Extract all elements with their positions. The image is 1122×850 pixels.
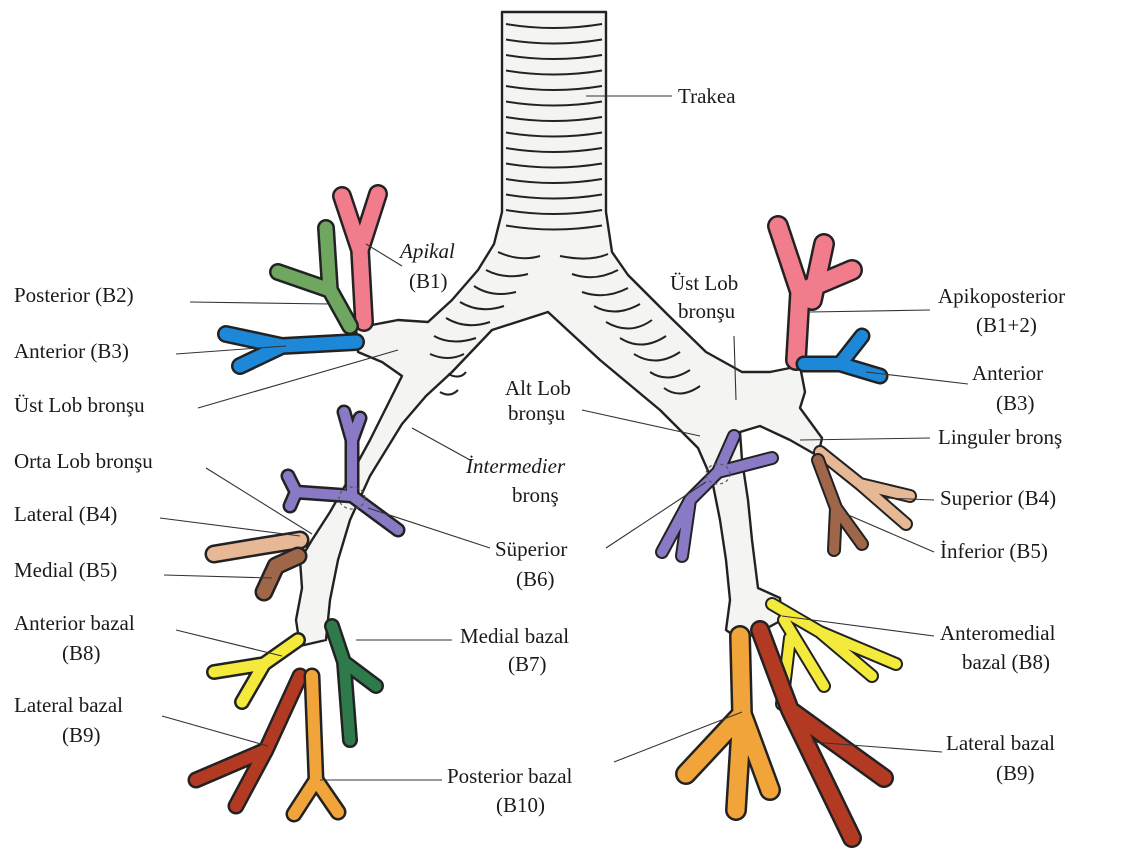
segment-posterior-bazal-b10-right <box>686 636 770 810</box>
label-intermedier-bronş: bronş <box>512 483 559 507</box>
segment-posterior-b2 <box>278 228 350 326</box>
segment-medial-b5 <box>264 556 298 592</box>
label-intermedier: İntermedier <box>465 454 566 478</box>
label-anteromedial-code: bazal (B8) <box>962 650 1050 674</box>
label-lateral-bazal-left: Lateral bazal <box>14 693 123 717</box>
label-medial-bazal-code: (B7) <box>508 652 547 676</box>
segment-medial-bazal-b7 <box>332 626 376 740</box>
label-ust-lob-right-bronsu: bronşu <box>678 299 736 323</box>
label-ust-lob-left: Üst Lob bronşu <box>14 393 145 417</box>
label-superior-b4: Superior (B4) <box>940 486 1056 510</box>
label-apikal-code: (B1) <box>409 269 448 293</box>
label-medial-b5: Medial (B5) <box>14 558 117 582</box>
segment-anterior-b3-left <box>226 334 356 366</box>
label-anterior-b3-left: Anterior (B3) <box>14 339 129 363</box>
label-posterior-bazal-code: (B10) <box>496 793 545 817</box>
segment-anterior-b3-right <box>804 336 880 376</box>
label-alt-lob-bronsu: bronşu <box>508 401 566 425</box>
right-lung-segments <box>196 194 398 814</box>
label-linguler: Linguler bronş <box>938 425 1062 449</box>
label-inferior-b5: İnferior (B5) <box>940 539 1048 563</box>
label-lateral-bazal-right: Lateral bazal <box>946 731 1055 755</box>
label-lateral-b4: Lateral (B4) <box>14 502 117 526</box>
label-lateral-bazal-right-code: (B9) <box>996 761 1035 785</box>
segment-lateral-bazal-b9-right <box>760 630 884 838</box>
label-apikal: Apikal <box>398 239 455 263</box>
label-orta-lob: Orta Lob bronşu <box>14 449 153 473</box>
label-anteromedial: Anteromedial <box>940 621 1056 645</box>
label-apikoposterior: Apikoposterior <box>938 284 1065 308</box>
label-trakea: Trakea <box>678 84 736 108</box>
label-lateral-bazal-left-code: (B9) <box>62 723 101 747</box>
label-superior-b6-code: (B6) <box>516 567 555 591</box>
label-anterior-bazal: Anterior bazal <box>14 611 135 635</box>
label-superior-b6: Süperior <box>495 537 567 561</box>
label-ust-lob-right: Üst Lob <box>670 271 738 295</box>
label-anterior-right-code: (B3) <box>996 391 1035 415</box>
label-anterior-right: Anterior <box>972 361 1043 385</box>
label-posterior-bazal: Posterior bazal <box>447 764 573 788</box>
label-apikoposterior-code: (B1+2) <box>976 313 1037 337</box>
label-anterior-bazal-code: (B8) <box>62 641 101 665</box>
label-posterior-b2: Posterior (B2) <box>14 283 134 307</box>
label-medial-bazal: Medial bazal <box>460 624 569 648</box>
segment-apikoposterior-b1-2 <box>778 226 852 360</box>
label-alt-lob: Alt Lob <box>505 376 571 400</box>
segment-posterior-bazal-b10-left <box>294 676 338 814</box>
